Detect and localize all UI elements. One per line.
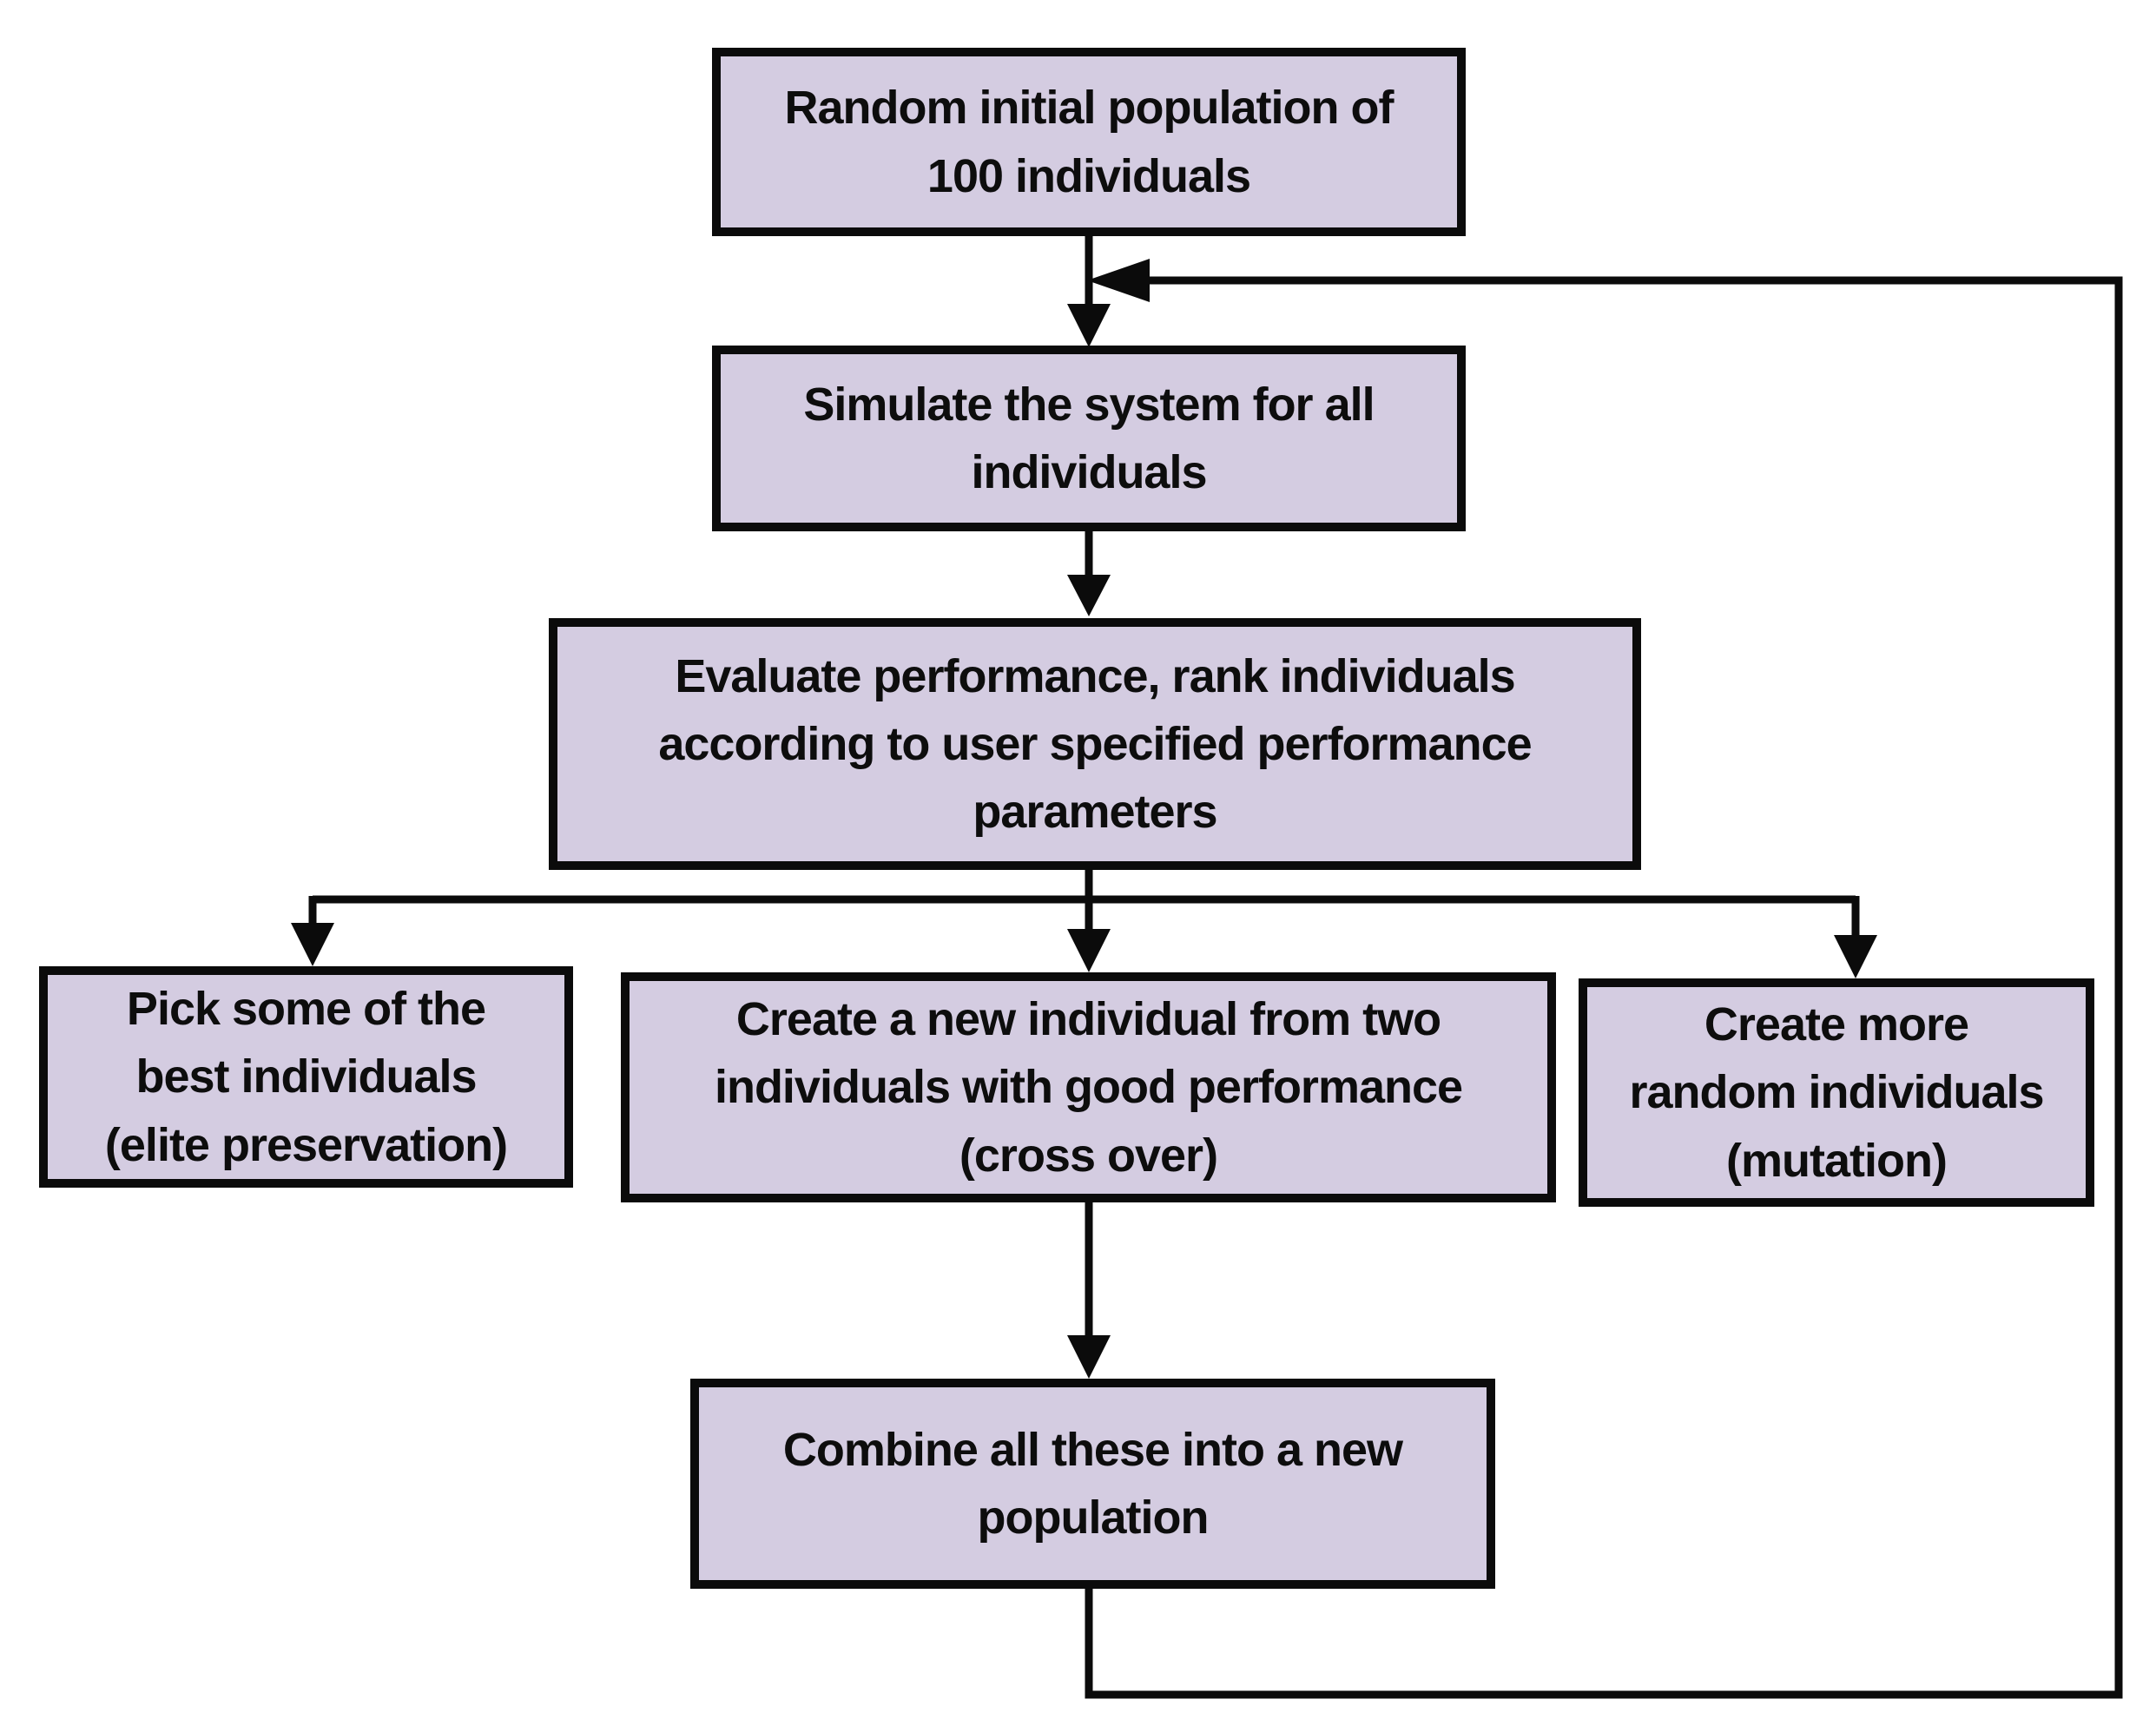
node-random-initial-population-label: Random initial population of 100 individ…	[784, 82, 1394, 202]
node-combine-population-label: Combine all these into a new population	[782, 1423, 1403, 1544]
node-simulate-system: Simulate the system for all individuals	[712, 346, 1466, 531]
node-crossover-label: Create a new individual from two individ…	[714, 993, 1463, 1182]
branch-distribution-line	[313, 870, 1856, 904]
node-evaluate-rank: Evaluate performance, rank individuals a…	[549, 618, 1641, 870]
arrow-to-crossover	[1067, 896, 1111, 972]
arrow-crossover-to-combine	[1067, 1202, 1111, 1379]
node-combine-population: Combine all these into a new population	[690, 1379, 1495, 1589]
arrow-simulate-to-evaluate	[1067, 531, 1111, 616]
node-simulate-system-label: Simulate the system for all individuals	[803, 378, 1375, 498]
node-mutation: Create more random individuals (mutation…	[1579, 978, 2094, 1207]
node-elite-preservation: Pick some of the best individuals (elite…	[39, 966, 573, 1188]
node-elite-preservation-label: Pick some of the best individuals (elite…	[104, 983, 508, 1171]
node-crossover: Create a new individual from two individ…	[621, 972, 1556, 1202]
arrow-to-mutation	[1834, 896, 1877, 978]
arrow-init-to-simulate	[1067, 236, 1111, 347]
arrow-to-elite	[291, 896, 334, 966]
node-random-initial-population: Random initial population of 100 individ…	[712, 48, 1466, 236]
node-mutation-label: Create more random individuals (mutation…	[1629, 998, 2044, 1187]
node-evaluate-rank-label: Evaluate performance, rank individuals a…	[658, 649, 1532, 839]
feedback-loop-line	[1085, 259, 2123, 1699]
